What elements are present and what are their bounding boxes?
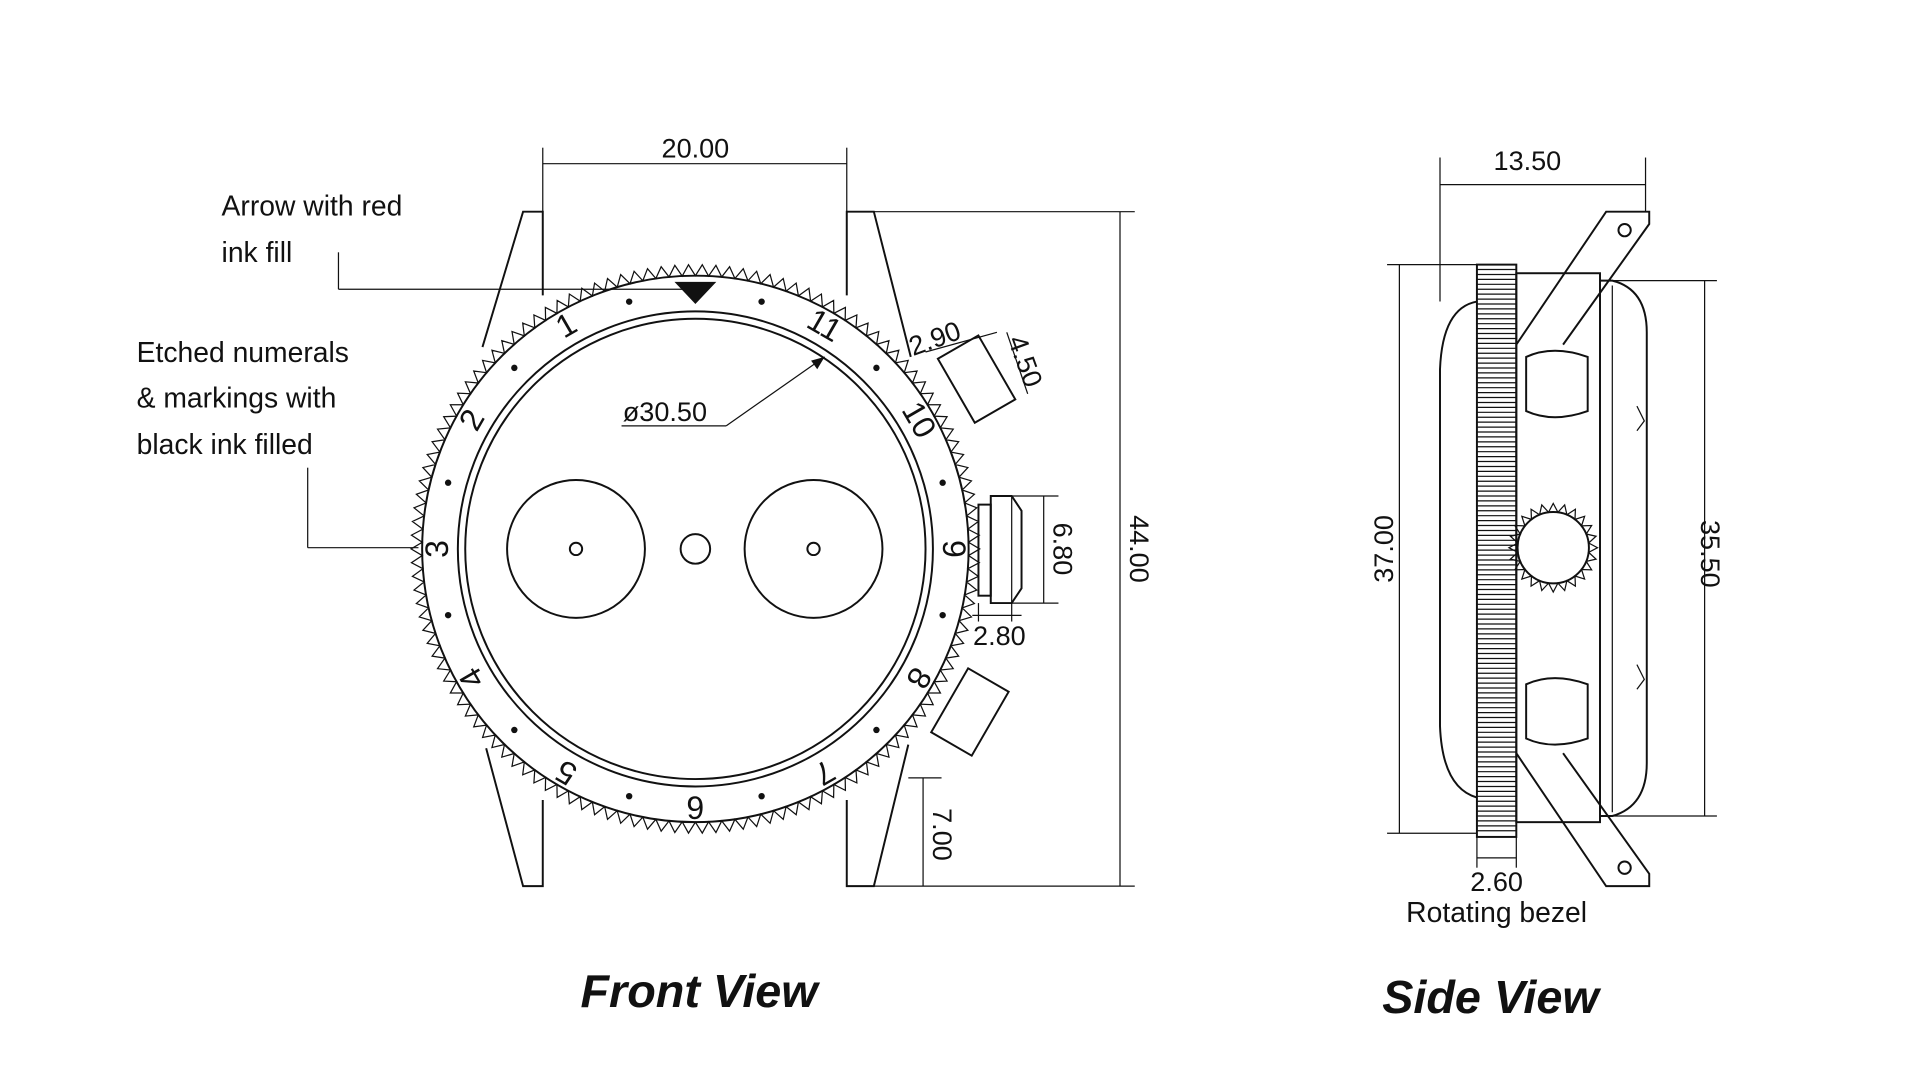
bezel-dot: [444, 611, 452, 619]
side-view-title: Side View: [1382, 971, 1601, 1023]
side-pusher-bottom: [1525, 677, 1589, 746]
bezel-dot: [873, 726, 880, 734]
subdial-right: [743, 479, 884, 619]
dim-bezel-height: 37.00: [1368, 515, 1399, 583]
bezel-numeral: 7: [808, 753, 841, 793]
lug-top-left: [481, 210, 544, 348]
crystal-dome: [1439, 300, 1478, 799]
leader-arrowhead-icon: [811, 356, 825, 370]
bezel-numeral: 1: [549, 305, 582, 345]
bezel-dot: [939, 479, 946, 486]
annotation-etched-line3: black ink filled: [137, 428, 313, 460]
side-crown: [1516, 511, 1590, 585]
front-view: 1 2 3 4 5 6 7 8 9 10 11 20.00 44.00 7.00: [137, 133, 1155, 1017]
bezel-dot: [511, 364, 518, 372]
case-middle: [1515, 272, 1601, 824]
subdial-left-pin: [568, 541, 584, 557]
annotation-rotating-bezel: Rotating bezel: [1406, 896, 1587, 928]
bezel-dot: [444, 479, 452, 486]
side-crown-serration: [1507, 502, 1599, 594]
dim-pusher-width: 4.50: [1002, 331, 1049, 391]
lug-top-right: [845, 210, 912, 358]
bezel-serration: [409, 263, 981, 835]
bezel-numeral: 11: [801, 301, 848, 349]
dimension-lines: [307, 147, 1135, 887]
dim-lug-length: 7.00: [927, 808, 958, 861]
bezel-dot: [625, 792, 633, 800]
crystal-outer: [456, 310, 934, 788]
bezel-numeral: 10: [895, 395, 944, 444]
dim-case-length: 44.00: [1124, 515, 1155, 583]
bezel-dot: [511, 726, 518, 734]
dim-crown-length: 2.80: [973, 620, 1026, 651]
center-pinion: [679, 533, 712, 565]
bezel-dot: [873, 364, 880, 372]
subdial-right-pin: [806, 541, 821, 557]
dim-crown-height: 6.80: [1048, 523, 1079, 576]
dim-crystal-diameter: ø30.50: [623, 396, 707, 427]
side-lug-bottom: [1515, 752, 1651, 888]
bezel-dot: [758, 792, 765, 800]
side-view: 13.50 37.00 35.50 2.60 Rotating bezel Si…: [1368, 145, 1726, 1023]
side-dimension-lines: [1387, 157, 1717, 868]
bezel-numeral: 6: [686, 789, 704, 825]
bezel-ring: [421, 274, 970, 824]
bezel-numeral: 8: [899, 661, 939, 694]
annotation-etched-line1: Etched numerals: [137, 336, 349, 368]
side-pusher-top: [1525, 349, 1589, 419]
dim-thickness: 13.50: [1494, 145, 1562, 176]
annotation-arrow-line1: Arrow with red: [222, 189, 403, 221]
bezel-dot: [939, 611, 946, 619]
lug-bottom-left: [485, 748, 544, 888]
rotating-bezel: [1475, 263, 1518, 838]
spring-bar-hole-bottom: [1617, 860, 1632, 875]
dim-case-height: 35.50: [1695, 520, 1726, 588]
annotation-etched-line2: & markings with: [137, 381, 337, 413]
pusher-bottom: [929, 666, 1010, 758]
crystal-inner: [464, 317, 927, 781]
bezel-numeral: 3: [419, 540, 455, 558]
bezel-numeral: 5: [549, 753, 582, 793]
annotation-arrow-line2: ink fill: [222, 236, 293, 268]
bezel-dot: [625, 298, 633, 305]
spring-bar-hole-top: [1617, 223, 1632, 238]
case-back: [1600, 279, 1648, 817]
front-view-title: Front View: [580, 965, 820, 1017]
dim-bezel-thickness: 2.60: [1470, 866, 1523, 897]
bezel-dot: [758, 298, 765, 305]
pusher-top: [936, 334, 1017, 425]
bezel-numeral: 9: [936, 540, 972, 558]
dim-lug-width: 20.00: [662, 133, 730, 164]
bezel-arrow-icon: [674, 281, 717, 304]
crown: [977, 495, 1023, 605]
bezel-numeral: 4: [451, 661, 491, 694]
side-lug-top: [1515, 210, 1651, 346]
bezel-markings: 1 2 3 4 5 6 7 8 9 10 11: [419, 298, 972, 825]
bezel-knurling: [1476, 268, 1517, 832]
dim-pusher-length: 2.90: [905, 315, 965, 362]
bezel-numeral: 2: [451, 403, 491, 436]
subdial-left: [506, 479, 646, 619]
